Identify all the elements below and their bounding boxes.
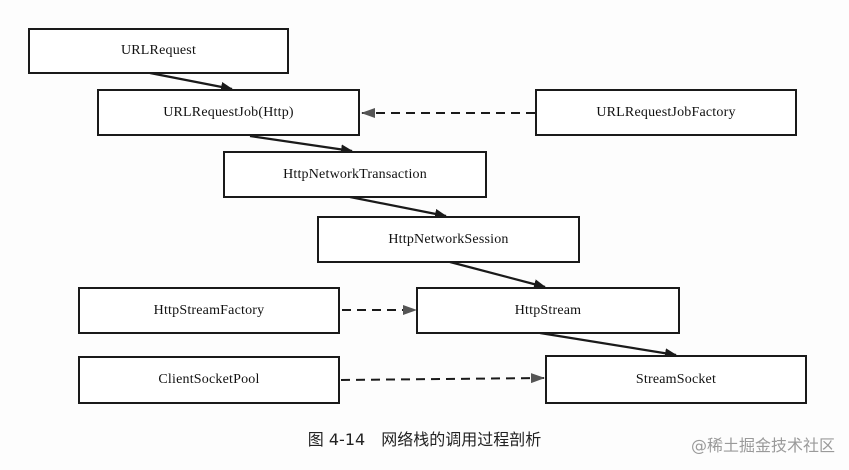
node-streamsocket-label: StreamSocket — [635, 371, 717, 387]
node-streamsocket: StreamSocket — [545, 355, 807, 404]
node-httpnetworksession-label: HttpNetworkSession — [388, 231, 509, 247]
node-httpnetworktransaction: HttpNetworkTransaction — [223, 151, 487, 198]
node-httpstreamfactory: HttpStreamFactory — [78, 287, 340, 334]
edge-urlrequestjob-to-httpnetworktransaction — [249, 134, 353, 155]
node-httpnetworksession: HttpNetworkSession — [317, 216, 580, 263]
node-urlrequestjobfactory: URLRequestJobFactory — [535, 89, 797, 136]
node-httpnetworktransaction-label: HttpNetworkTransaction — [283, 166, 427, 182]
edge-httpstream-to-streamsocket — [539, 331, 677, 359]
node-clientsocketpool-label: ClientSocketPool — [158, 372, 260, 387]
figure-number: 图 4-14 — [307, 430, 366, 449]
node-clientsocketpool: ClientSocketPool — [78, 356, 340, 404]
node-urlrequest-label: URLRequest — [120, 43, 197, 58]
watermark: @稀土掘金技术社区 — [690, 436, 835, 455]
node-httpstreamfactory-label: HttpStreamFactory — [153, 302, 265, 318]
node-urlrequestjobfactory-label: URLRequestJobFactory — [596, 104, 736, 120]
node-urlrequest: URLRequest — [28, 28, 289, 74]
figure-caption: 图 4-14 网络栈的调用过程剖析 — [0, 426, 849, 450]
node-urlrequestjob-label: URLRequestJob(Http) — [163, 104, 294, 120]
figure-caption-text: 网络栈的调用过程剖析 — [381, 430, 542, 449]
node-httpstream: HttpStream — [416, 287, 680, 334]
node-httpstream-label: HttpStream — [514, 302, 582, 318]
edge-httpnetworksession-to-httpstream — [449, 260, 546, 290]
edge-httpnetworktransaction-to-httpnetworksession — [349, 195, 447, 219]
edge-urlrequest-to-urlrequestjob — [149, 71, 233, 92]
edge-clientsocketpool-to-streamsocket — [340, 373, 545, 384]
node-urlrequestjob: URLRequestJob(Http) — [97, 89, 360, 136]
